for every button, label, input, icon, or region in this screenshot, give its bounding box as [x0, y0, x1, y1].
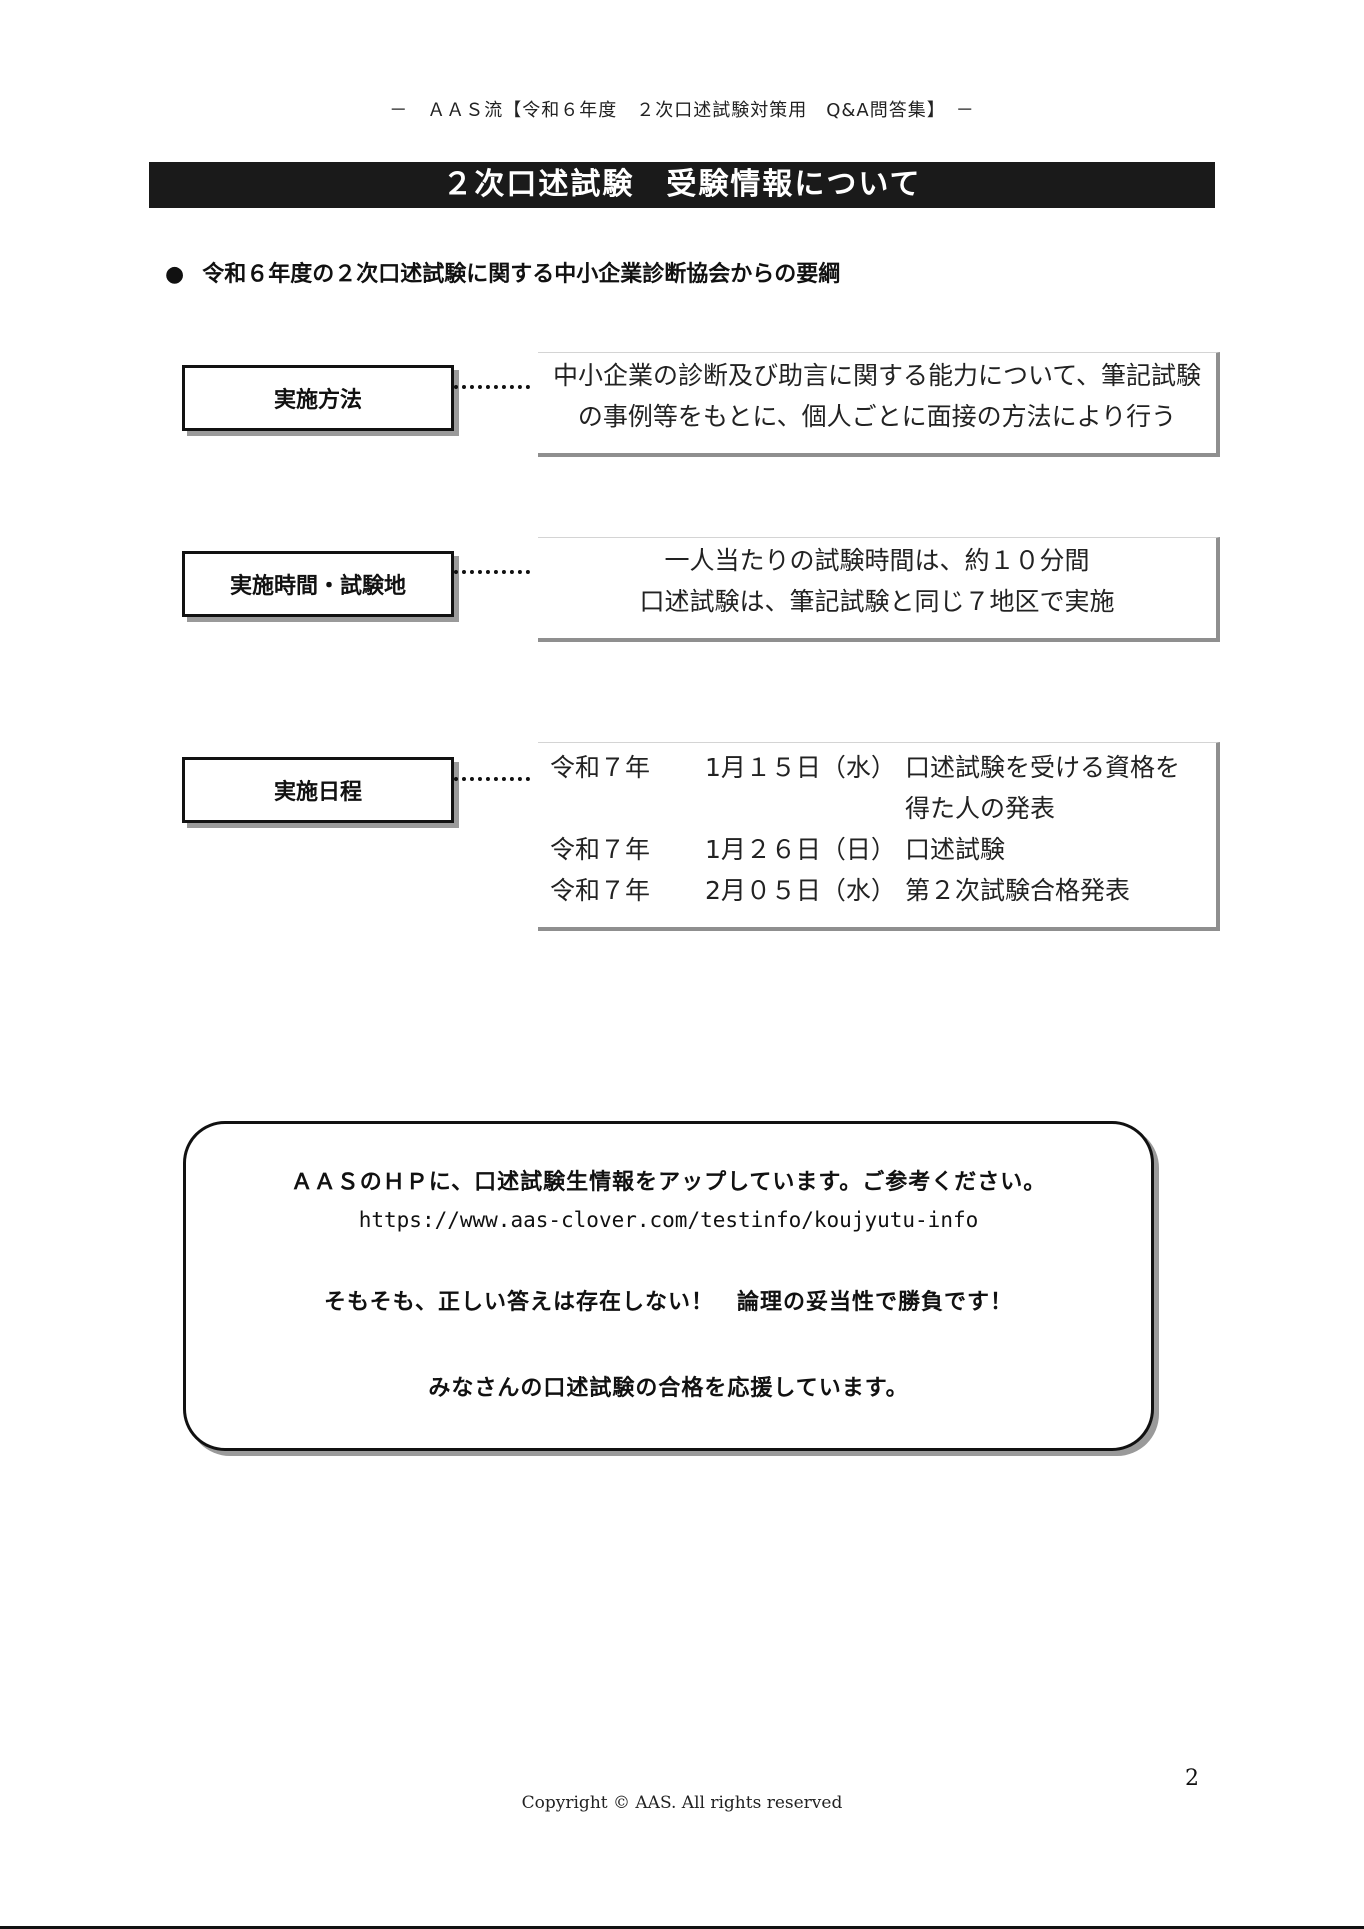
schedule-date: 2月０５日（水） — [705, 876, 896, 905]
label-time-location: 実施時間・試験地 — [182, 551, 454, 617]
content-time-location: 一人当たりの試験時間は、約１０分間 口述試験は、筆記試験と同じ７地区で実施 — [538, 537, 1220, 642]
content-time-line1: 一人当たりの試験時間は、約１０分間 — [664, 546, 1090, 575]
content-method-line2: の事例等をもとに、個人ごとに面接の方法により行う — [577, 402, 1177, 431]
note-url-link[interactable]: https://www.aas-clover.com/testinfo/kouj… — [358, 1208, 979, 1232]
connector-time-location — [454, 570, 530, 574]
page-title: ２次口述試験 受験情報について — [149, 162, 1215, 208]
bullet-icon: ● — [165, 262, 185, 287]
schedule-event-line1: 口述試験を受ける資格を — [905, 753, 1181, 782]
schedule-year: 令和７年 — [550, 876, 651, 905]
note-line-hp: ＡＡＳのＨＰに、口述試験生情報をアップしています。ご参考ください。 — [290, 1170, 1047, 1195]
info-note-box: ＡＡＳのＨＰに、口述試験生情報をアップしています。ご参考ください。 https:… — [183, 1121, 1154, 1451]
section-heading-text: 令和６年度の２次口述試験に関する中小企業診断協会からの要綱 — [202, 262, 841, 287]
schedule-year: 令和７年 — [550, 753, 651, 782]
schedule-row: 令和７年 2月０５日（水） 第２次試験合格発表 — [538, 870, 1216, 911]
schedule-date: 1月２６日（日） — [705, 835, 896, 864]
schedule-event: 口述試験を受ける資格を 得た人の発表 — [905, 747, 1216, 829]
schedule-event: 口述試験 — [905, 835, 1006, 864]
content-method-line1: 中小企業の診断及び助言に関する能力について、筆記試験 — [552, 361, 1201, 390]
running-header: － ＡＡＳ流【令和６年度 ２次口述試験対策用 Q&A問答集】 － — [389, 100, 975, 121]
content-method: 中小企業の診断及び助言に関する能力について、筆記試験 の事例等をもとに、個人ごと… — [538, 352, 1220, 457]
bottom-rule — [0, 1926, 1364, 1929]
label-method: 実施方法 — [182, 365, 454, 431]
content-time-line2: 口述試験は、筆記試験と同じ７地区で実施 — [639, 587, 1115, 616]
page-number: 2 — [1185, 1766, 1199, 1791]
note-line-logic: そもそも、正しい答えは存在しない！ 論理の妥当性で勝負です！ — [324, 1290, 1013, 1315]
content-schedule: 令和７年 1月１５日（水） 口述試験を受ける資格を 得た人の発表 令和７年 1月… — [538, 742, 1220, 931]
schedule-event-line2: 得た人の発表 — [905, 794, 1056, 823]
note-line-support: みなさんの口述試験の合格を応援しています。 — [428, 1376, 909, 1401]
schedule-row: 令和７年 1月２６日（日） 口述試験 — [538, 829, 1216, 870]
connector-method — [454, 385, 530, 389]
connector-schedule — [454, 777, 530, 781]
schedule-date: 1月１５日（水） — [705, 753, 896, 782]
schedule-row: 令和７年 1月１５日（水） 口述試験を受ける資格を 得た人の発表 — [538, 747, 1216, 829]
schedule-event: 第２次試験合格発表 — [905, 876, 1131, 905]
label-schedule: 実施日程 — [182, 757, 454, 823]
section-heading: ● 令和６年度の２次口述試験に関する中小企業診断協会からの要綱 — [165, 256, 840, 288]
schedule-year: 令和７年 — [550, 835, 651, 864]
copyright-footer: Copyright © AAS. All rights reserved — [521, 1793, 843, 1813]
